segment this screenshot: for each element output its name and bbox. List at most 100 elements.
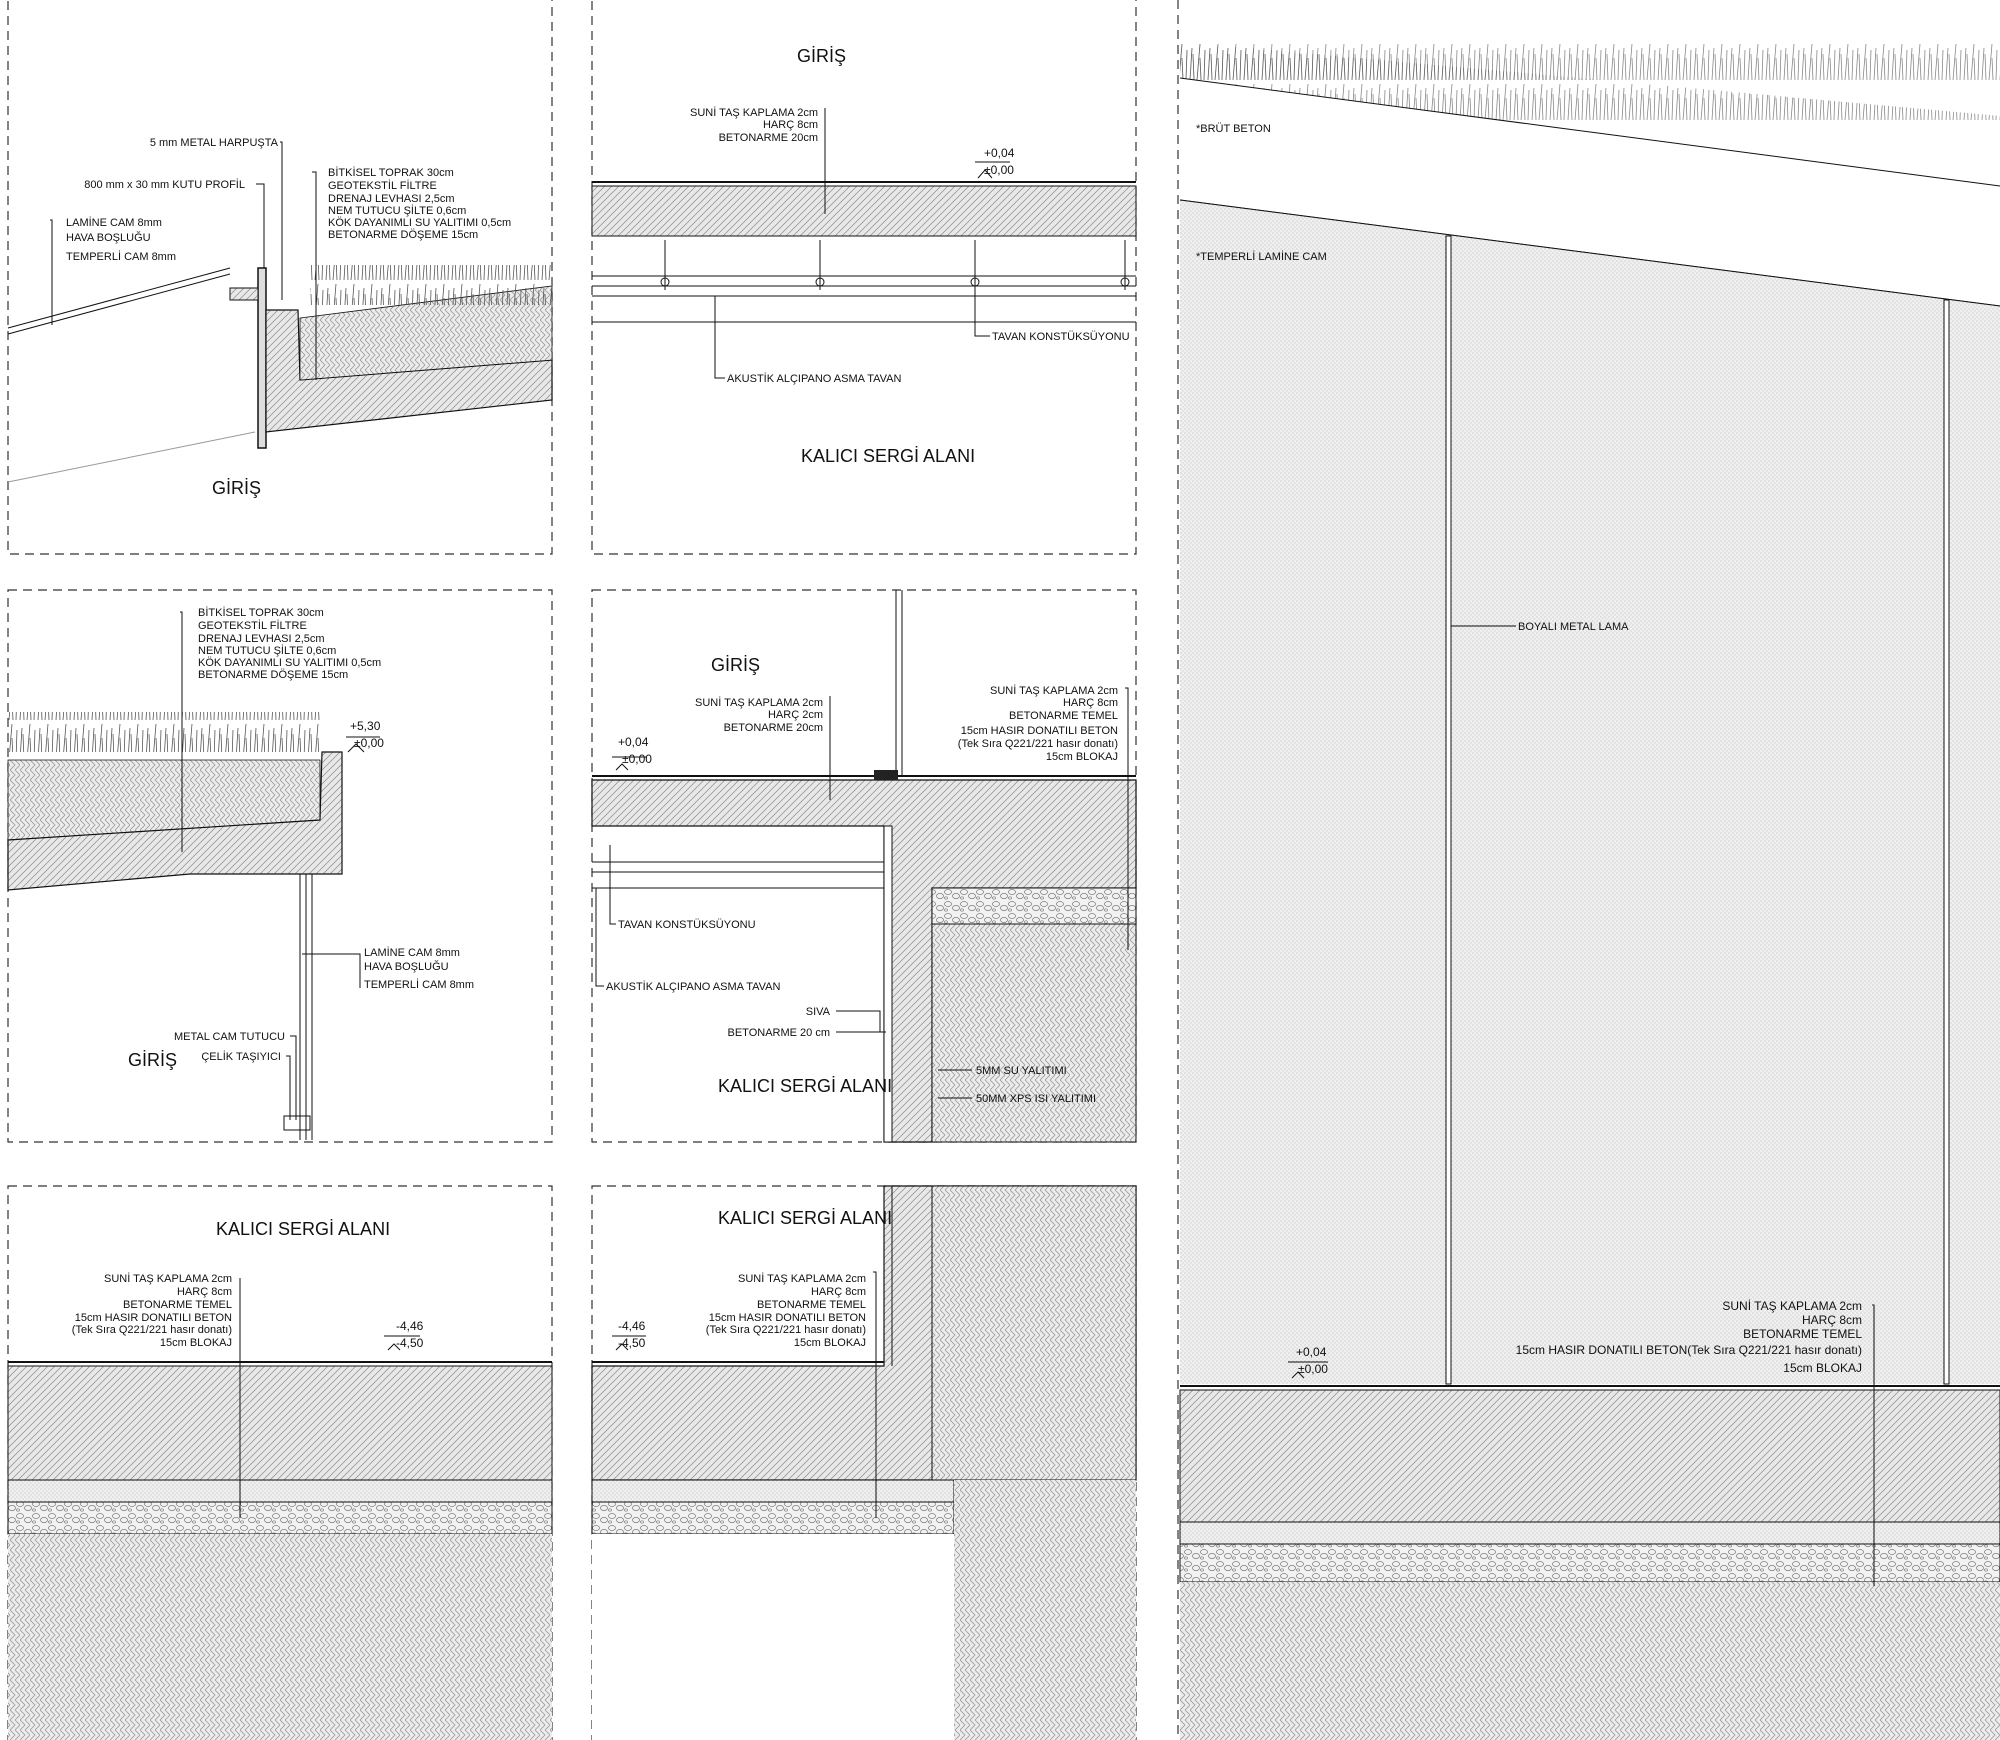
foundation-layer-label: SUNİ TAŞ KAPLAMA 2cm xyxy=(1722,1299,1862,1313)
ceiling-structure-label: TAVAN KONSTÜKSÜYONU xyxy=(992,331,1130,343)
harpusta-label: 5 mm METAL HARPUŞTA xyxy=(150,137,279,149)
kutu-profil-label: 800 mm x 30 mm KUTU PROFİL xyxy=(84,178,245,191)
floor-layer-label: SUNİ TAŞ KAPLAMA 2cm xyxy=(690,106,818,119)
panel-3-frame xyxy=(7,589,553,1143)
room-label-entrance: GİRİŞ xyxy=(128,1050,177,1070)
glass-layer-label: LAMİNE CAM 8mm xyxy=(364,946,460,959)
roof-layer-label: DRENAJ LEVHASI 2,5cm xyxy=(198,633,325,645)
foundation-layer-label: BETONARME TEMEL xyxy=(757,1299,866,1311)
roof-layer-label: BETONARME DÖŞEME 15cm xyxy=(198,669,348,681)
foundation-layer-label: BETONARME TEMEL xyxy=(123,1299,232,1311)
level-marker: -4,50 xyxy=(618,1336,646,1350)
floor-layer-label: BETONARME 20cm xyxy=(724,722,823,734)
blockage-layer xyxy=(591,1501,955,1535)
acoustic-ceiling-label: AKUSTİK ALÇIPANO ASMA TAVAN xyxy=(606,980,780,993)
level-marker: ±0,00 xyxy=(622,752,652,766)
ceiling-hangers xyxy=(660,240,1130,290)
panel-4-frame xyxy=(591,589,1137,1143)
floor-layer-label: HARÇ 8cm xyxy=(763,119,818,131)
painted-metal-lama-label: BOYALI METAL LAMA xyxy=(1518,621,1629,633)
level-marker: ±0,00 xyxy=(354,736,384,750)
foundation-layer-label: SUNİ TAŞ KAPLAMA 2cm xyxy=(738,1272,866,1285)
foundation-layer-label: 15cm HASIR DONATILI BETON(Tek Sıra Q221/… xyxy=(1516,1343,1862,1357)
panel-7-glass-wall-elevation: *BRÜT BETON *TEMPERLİ LAMİNE CAM BOYALI … xyxy=(1177,0,2000,1740)
insulation-label: 50MM XPS ISI YALITIMI xyxy=(976,1093,1096,1105)
foundation-layer-label: (Tek Sıra Q221/221 hasır donatı) xyxy=(706,1324,866,1336)
tempered-glass-label: *TEMPERLİ LAMİNE CAM xyxy=(1196,250,1327,263)
ground-fill xyxy=(8,1534,552,1740)
floor-slab xyxy=(591,185,1137,237)
glass-layer-label: HAVA BOŞLUĞU xyxy=(364,960,449,973)
soil-fill xyxy=(931,923,1137,1143)
level-marker: +0,04 xyxy=(618,735,649,749)
ground-fill xyxy=(1180,1582,2000,1740)
foundation-layer-label: 15cm HASIR DONATILI BETON xyxy=(961,725,1118,737)
panel-1-roof-glass-detail: 5 mm METAL HARPUŞTA 800 mm x 30 mm KUTU … xyxy=(7,0,553,555)
foundation-layer-label: 15cm BLOKAJ xyxy=(1783,1361,1862,1375)
room-label-entrance: GİRİŞ xyxy=(711,655,760,675)
steel-carrier-label: ÇELİK TAŞIYICI xyxy=(201,1050,281,1063)
harpusta-label-text: 5 mm METAL HARPUŞTA xyxy=(150,137,279,149)
room-label-exhibition: KALICI SERGİ ALANI xyxy=(718,1208,892,1228)
roof-slab xyxy=(7,751,343,891)
level-marker: +0,04 xyxy=(1296,1345,1327,1359)
floor-layer-label: SUNİ TAŞ KAPLAMA 2cm xyxy=(695,696,823,709)
foundation-layer-label: 15cm BLOKAJ xyxy=(794,1337,866,1349)
level-marker: ±0,00 xyxy=(1298,1362,1328,1376)
tempered-glass xyxy=(1180,200,2000,1384)
roof-layer-label: BETONARME DÖŞEME 15cm xyxy=(328,229,478,241)
panel-2-floor-ceiling-detail: GİRİŞ SUNİ TAŞ KAPLAMA 2cm HARÇ 8cm BETO… xyxy=(591,0,1137,555)
floor-layer-label: BETONARME 20cm xyxy=(719,132,818,144)
foundation-layer-label: HARÇ 8cm xyxy=(811,1286,866,1298)
foundation-layer-label: BETONARME TEMEL xyxy=(1743,1327,1862,1341)
roof-layer-label: NEM TUTUCU ŞİLTE 0,6cm xyxy=(198,644,336,657)
foundation-layer-label: HARÇ 8cm xyxy=(1802,1313,1862,1327)
foundation-layer-label: BETONARME TEMEL xyxy=(1009,710,1118,722)
room-label-exhibition: KALICI SERGİ ALANI xyxy=(216,1219,390,1239)
foundation-layer-label: SUNİ TAŞ KAPLAMA 2cm xyxy=(104,1272,232,1285)
panel-2-frame xyxy=(591,0,1137,555)
roof-layer-label: GEOTEKSTİL FİLTRE xyxy=(198,619,307,632)
level-marker: -4,46 xyxy=(618,1319,646,1333)
level-marker: -4,50 xyxy=(396,1336,424,1350)
level-marker: +5,30 xyxy=(350,719,381,733)
level-marker: ±0,00 xyxy=(984,163,1014,177)
foundation-layer-label: 15cm BLOKAJ xyxy=(1046,751,1118,763)
ceiling-structure-label: TAVAN KONSTÜKSÜYONU xyxy=(618,919,756,931)
foundation-layer-label: (Tek Sıra Q221/221 hasır donatı) xyxy=(958,738,1118,750)
acoustic-ceiling-label: AKUSTİK ALÇIPANO ASMA TAVAN xyxy=(727,372,901,385)
foundation-layer-label: SUNİ TAŞ KAPLAMA 2cm xyxy=(990,684,1118,697)
foundation-slab xyxy=(7,1365,553,1481)
foundation-layer-label: HARÇ 8cm xyxy=(1063,697,1118,709)
blockage-layer xyxy=(1179,1543,2000,1583)
glass-layer-label: TEMPERLİ CAM 8mm xyxy=(364,978,474,991)
room-label-exhibition: KALICI SERGİ ALANI xyxy=(801,446,975,466)
glass-layer-label: HAVA BOŞLUĞU xyxy=(66,231,151,244)
level-marker: +0,04 xyxy=(984,146,1015,160)
glass-layer-label: LAMİNE CAM 8mm xyxy=(66,216,162,229)
raw-concrete-label: *BRÜT BETON xyxy=(1196,123,1271,135)
metal-lama xyxy=(1943,299,1950,1385)
panel-5-foundation-detail: KALICI SERGİ ALANI SUNİ TAŞ KAPLAMA 2cm … xyxy=(7,1185,553,1740)
soil-fill xyxy=(931,1185,1137,1481)
room-label-entrance: GİRİŞ xyxy=(212,478,261,498)
concrete-wall-label: BETONARME 20 cm xyxy=(728,1027,831,1039)
roof-layer-label: KÖK DAYANIMLI SU YALITIMI 0,5cm xyxy=(198,657,381,669)
metal-lama xyxy=(1445,235,1452,1385)
roof-layer-label: BİTKİSEL TOPRAK 30cm xyxy=(198,606,324,619)
glass-holder-label: METAL CAM TUTUCU xyxy=(174,1031,285,1043)
roof-layer-label: KÖK DAYANIMLI SU YALITIMI 0,5cm xyxy=(328,217,511,229)
foundation-layer-label: 15cm BLOKAJ xyxy=(160,1337,232,1349)
grass xyxy=(8,712,320,752)
room-label-exhibition: KALICI SERGİ ALANI xyxy=(718,1076,892,1096)
roof-layer-label: GEOTEKSTİL FİLTRE xyxy=(328,179,437,192)
foundation-layer-label: (Tek Sıra Q221/221 hasır donatı) xyxy=(72,1324,232,1336)
waterproofing-label: 5MM SU YALITIMI xyxy=(976,1065,1067,1077)
foundation-layer-label: HARÇ 8cm xyxy=(177,1286,232,1298)
panel-6-wall-foundation-detail: KALICI SERGİ ALANI SUNİ TAŞ KAPLAMA 2cm … xyxy=(591,1185,1137,1740)
panel-3-roof-edge-detail: BİTKİSEL TOPRAK 30cm GEOTEKSTİL FİLTRE D… xyxy=(7,589,553,1143)
blockage-layer xyxy=(7,1501,553,1535)
foundation-slab xyxy=(1179,1389,2000,1523)
plaster-label: SIVA xyxy=(806,1006,831,1018)
